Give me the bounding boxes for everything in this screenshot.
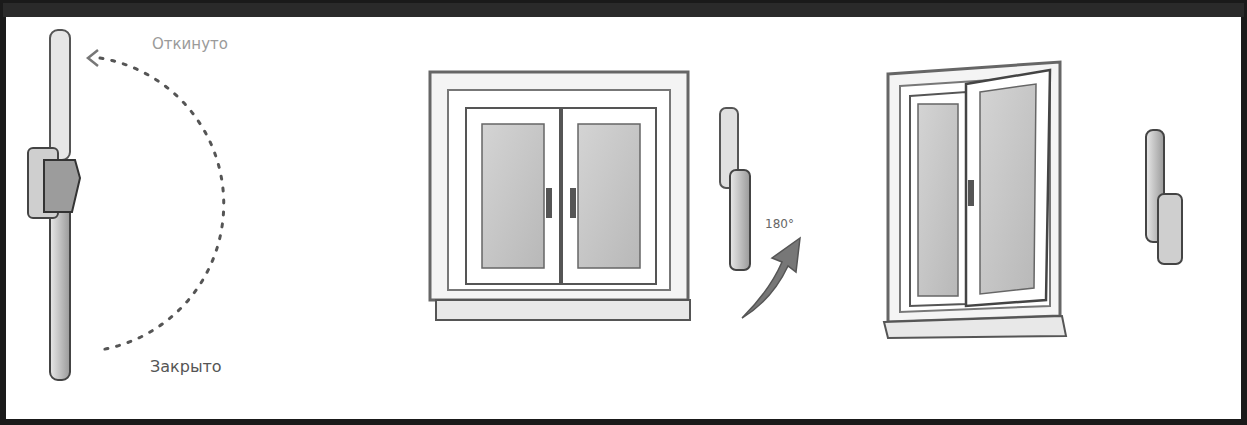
state-label: Откинуто bbox=[152, 36, 228, 53]
handle-rotation bbox=[28, 30, 224, 380]
tilted-window bbox=[884, 62, 1182, 338]
state-label: Закрыто bbox=[150, 358, 222, 376]
closed-window bbox=[430, 72, 800, 320]
angle-label: 180° bbox=[765, 218, 794, 231]
